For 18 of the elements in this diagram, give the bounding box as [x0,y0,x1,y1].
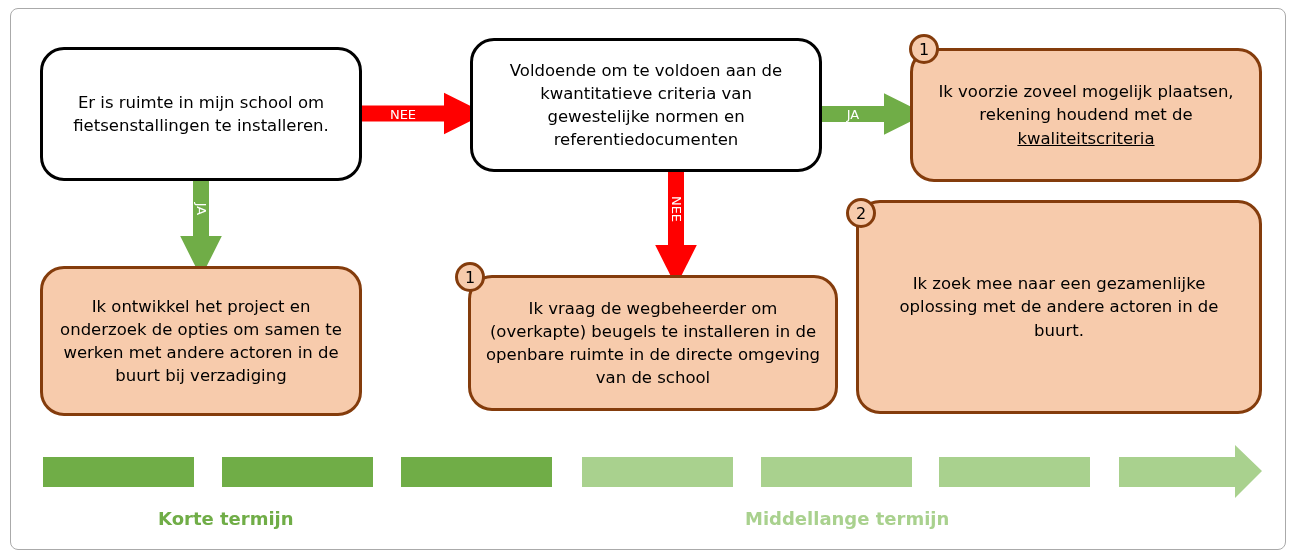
number-badge: 2 [846,198,876,228]
outcome-box [40,266,362,416]
node-text: Ik vraag de wegbeheerder om (overkapte) beugels te installeren in de openbare ruimte in de directe omgeving van de school [485,297,821,390]
edge-label: JA [193,202,209,215]
node-text: Ik voorzie zoveel mogelijk plaatsen, rekening houdend met de kwaliteitscriteria [937,81,1235,150]
edge-label: NEE [668,195,684,222]
number-badge: 1 [455,262,485,292]
node-text: Ik ontwikkel het project en onderzoek de opties om samen te werken met andere actoren in de buurt bij verzadiging [59,295,343,388]
node-text: Er is ruimte in mijn school om fietsenstallingen te installeren. [72,91,330,137]
node-text: Voldoende om te voldoen aan de kwantitatieve criteria van gewestelijke normen en referentiedocumenten [508,59,784,152]
decision-box [40,47,362,181]
edge-label: NEE [389,106,417,121]
timeline-label: Middellange termijn [745,508,950,529]
timeline-label: Korte termijn [158,508,294,529]
decision-box [470,38,822,172]
number-badge: 1 [909,34,939,64]
edge-label: JA [846,106,860,122]
node-text: Ik zoek mee naar een gezamenlijke oplossing met de andere actoren in de buurt. [898,273,1220,342]
